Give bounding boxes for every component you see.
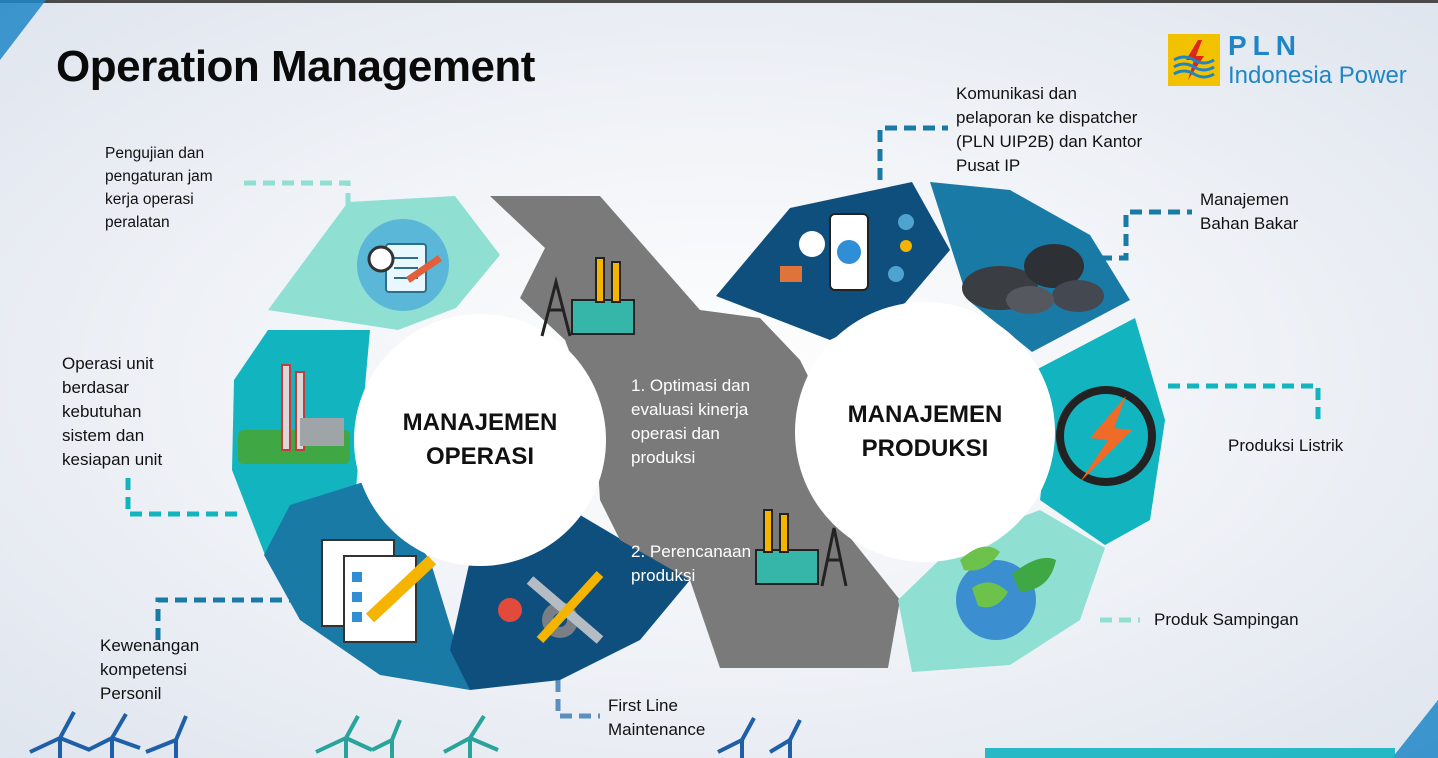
right-cycle-title: MANAJEMEN PRODUKSI [825, 398, 1025, 466]
wind-turbines-decoration [29, 711, 802, 758]
gear-wrench-icon [498, 570, 604, 644]
coal-icon [962, 244, 1104, 314]
page-title: Operation Management [56, 42, 535, 91]
pln-logo: PLN Indonesia Power [1168, 30, 1428, 94]
factory-pylon-icon-top [540, 257, 635, 337]
left-center-circle [354, 314, 606, 566]
lightning-power-icon [1056, 386, 1156, 486]
label-produk-sampingan: Produk Sampingan [1154, 610, 1299, 629]
label-kewenangan: Kewenangan kompetensi Personil [100, 636, 200, 703]
checklist-clock-icon [357, 219, 449, 311]
label-operasi-unit: Operasi unit berdasar kebutuhan sistem d… [62, 354, 163, 469]
logo-brand: PLN [1228, 30, 1302, 61]
left-title-line2: OPERASI [425, 443, 535, 470]
center-items: 1. Optimasi dan evaluasi kinerja operasi… [631, 350, 791, 612]
left-cycle-title: MANAJEMEN OPERASI [380, 406, 580, 474]
right-title-line2: PRODUKSI [861, 435, 989, 462]
factory-pylon-icon-bottom [755, 509, 848, 587]
logo-mark-icon [1168, 34, 1220, 86]
right-center-circle [795, 302, 1055, 562]
top-border [0, 0, 1438, 3]
label-pengujian: Pengujian dan pengaturan jam kerja opera… [105, 145, 213, 231]
phone-communication-icon [780, 213, 914, 291]
logo-subtitle: Indonesia Power [1228, 62, 1407, 89]
center-item-2: 2. Perencanaan produksi [631, 542, 752, 585]
documents-pencil-icon [321, 539, 437, 643]
power-plant-icon [238, 364, 350, 464]
earth-leaves-icon [956, 546, 1056, 640]
label-bahan-bakar: Manajemen Bahan Bakar [1200, 190, 1299, 233]
label-produksi-listrik: Produksi Listrik [1228, 436, 1344, 455]
center-item-1: 1. Optimasi dan evaluasi kinerja operasi… [631, 376, 751, 467]
left-title-line1: MANAJEMEN [402, 409, 558, 436]
label-first-line: First Line Maintenance [608, 696, 706, 739]
connector-lines [125, 125, 1321, 719]
label-komunikasi: Komunikasi dan pelaporan ke dispatcher (… [956, 84, 1143, 175]
right-title-line1: MANAJEMEN [847, 401, 1003, 428]
